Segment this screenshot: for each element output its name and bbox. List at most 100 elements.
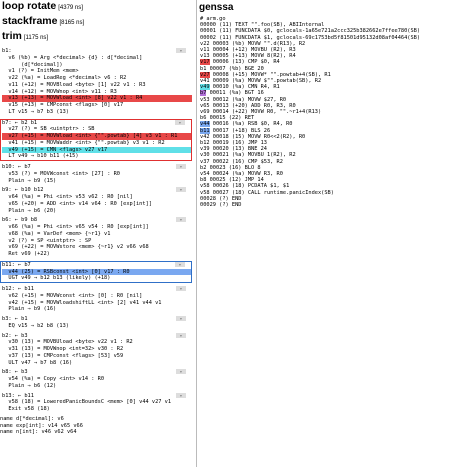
asm-line[interactable]: 00000 (11) TEXT "".foo(SB), ABIInternal: [200, 22, 325, 29]
ssa-value-line[interactable]: v11 (+12) = MOVBload <byte> [1] v22 v1 :…: [2, 81, 146, 88]
block-header[interactable]: b11: ← b7: [2, 261, 31, 268]
asm-line[interactable]: v42 00018 (15) MOVW R0<<2(R2), R0: [200, 133, 306, 140]
ssa-value-line[interactable]: ULT v47 → b7 b8 (16): [2, 359, 73, 366]
ssa-value-line[interactable]: v6 (%b) = Arg <*decimal> {d} : d[*decima…: [2, 54, 143, 61]
value-ref[interactable]: v44: [200, 121, 210, 128]
asm-line[interactable]: b11 00017 (+18) BLS 26: [200, 127, 271, 134]
collapse-toggle-icon[interactable]: ▾: [176, 48, 186, 53]
ssa-value-line[interactable]: v1 (?) = InitMem <mem>: [2, 68, 79, 75]
asm-line[interactable]: v44 00016 (%a) RSB $0, R4, R0: [200, 121, 293, 128]
ssa-value-line[interactable]: (d[*decimal]): [2, 61, 63, 68]
block-header[interactable]: b9: ← b10 b12: [2, 187, 44, 194]
ssa-value-line[interactable]: v44 (25) = RSBconst <int> [0] v17 : R0: [2, 268, 191, 276]
asm-line[interactable]: v27 00008 (+15) MOVW* "".powtab+4(SB), R…: [200, 71, 331, 78]
asm-line[interactable]: v53 00012 (%a) MOVW $27, R0: [200, 96, 287, 103]
ssa-value-line[interactable]: v41 (+15) = MOVWaddr <int> {"".powtab} v…: [2, 139, 165, 146]
collapse-toggle-icon[interactable]: ▾: [176, 286, 186, 291]
ssa-value-line[interactable]: v14 (+12) = MOVWnop <int> v11 : R3: [2, 88, 117, 95]
asm-line[interactable]: v17 00006 (13) CMP $0, R4: [200, 59, 280, 66]
ssa-value-line[interactable]: v49 (+15) = CMN <flags> v27 v17: [2, 146, 191, 154]
ssa-value-line[interactable]: v42 (+15) = MOVWloadshiftLL <int> [2] v4…: [2, 299, 162, 306]
phase-stackframe[interactable]: stackframe[8165 ns]: [0, 15, 192, 30]
asm-line[interactable]: # arm.go: [200, 16, 226, 22]
asm-line[interactable]: b6 00015 (22) RET: [200, 115, 255, 122]
asm-line[interactable]: 00029 (?) END: [200, 202, 242, 209]
ssa-value-line[interactable]: v53 (?) = MOVWconst <int> [27] : R0: [2, 170, 120, 177]
block-header[interactable]: b6: ← b9 b8: [2, 217, 38, 224]
ssa-value-line[interactable]: v31 (13) = MOVWnop <int=32> v30 : R2: [2, 346, 124, 352]
ssa-value-line[interactable]: LT v15 → b7 b3 (13): [2, 108, 69, 115]
ssa-value-line[interactable]: Plain → b6 (20): [2, 207, 57, 214]
asm-line[interactable]: v22 00003 (%b) MOVW "".d(R13), R2: [200, 40, 306, 47]
asm-line[interactable]: v54 00024 (%a) MOVW R3, R0: [200, 171, 283, 178]
asm-line[interactable]: v69 00014 (+22) MOVW R0, "".~r1+4(R13): [200, 109, 322, 116]
asm-line[interactable]: v30 00021 (%a) MOVBU 1(R2), R2: [200, 152, 296, 159]
ssa-value-line[interactable]: v2 (?) = SP <uintptr> : SP: [2, 237, 92, 244]
ssa-value-line[interactable]: v27 (?) = SB <uintptr> : SB: [2, 126, 95, 133]
block-header[interactable]: b13: ← b11: [2, 392, 34, 399]
asm-line[interactable]: v11 00004 (+12) MOVBU (R2), R3: [200, 47, 296, 54]
asm-line[interactable]: b7 00011 (%a) BGT 16: [200, 90, 264, 97]
asm-line[interactable]: 00028 (?) END: [200, 195, 242, 202]
value-ref[interactable]: b7: [200, 90, 207, 97]
ssa-value-line[interactable]: v58 (18) = LoweredPanicBoundsC <mem> [0]…: [2, 399, 172, 406]
asm-line[interactable]: b1 00007 (%b) BGE 20: [200, 65, 264, 72]
block-header[interactable]: b2: ← b3: [2, 332, 28, 339]
ssa-value-line[interactable]: v62 (+15) = MOVWconst <int> [0] : R0 [ni…: [2, 292, 143, 299]
value-ref[interactable]: b11: [200, 127, 210, 134]
ssa-value-line[interactable]: Plain → b9 (16): [2, 306, 57, 313]
asm-line[interactable]: v49 00010 (%a) CMN R4, R1: [200, 84, 280, 91]
value-ref[interactable]: v49: [200, 84, 210, 91]
collapse-toggle-icon[interactable]: ▾: [176, 164, 186, 169]
collapse-toggle-icon[interactable]: ▾: [176, 332, 186, 338]
ssa-value-line[interactable]: Exit v58 (18): [2, 406, 50, 412]
asm-line[interactable]: v65 00013 (+20) ADD R0, R3, R0: [200, 102, 296, 109]
value-ref[interactable]: v27: [200, 71, 210, 78]
value-ref[interactable]: v17: [200, 59, 210, 66]
block-header[interactable]: b3: ← b1: [2, 316, 28, 322]
collapse-toggle-icon[interactable]: ▾: [175, 119, 185, 125]
asm-line[interactable]: 00001 (11) FUNCDATA $0, gclocals-1a65e72…: [200, 28, 421, 35]
ssa-value-line[interactable]: LT v49 → b10 b11 (+15): [2, 153, 79, 160]
ssa-value-line[interactable]: v66 (%a) = Phi <int> v65 v54 : R0 [exp[i…: [2, 224, 149, 230]
ssa-value-line[interactable]: v27 (+15) = MOVWload <int> {"".powtab} […: [2, 133, 191, 140]
block-header[interactable]: b7: ← b2 b1: [2, 119, 38, 126]
asm-line[interactable]: b2 00023 (16) BLO 8: [200, 164, 261, 171]
asm-line[interactable]: v13 00005 (+13) MOVW 8(R2), R4: [200, 53, 296, 60]
ssa-value-line[interactable]: v69 (+22) = MOVWstore <mem> {~r1} v2 v66…: [2, 244, 149, 251]
collapse-toggle-icon[interactable]: ▾: [176, 316, 186, 321]
ssa-value-line[interactable]: v15 (+13) = CMPconst <flags> [0] v17: [2, 102, 124, 108]
ssa-value-line[interactable]: v64 (%a) = Phi <int> v53 v62 : R0 [nil]: [2, 194, 133, 200]
asm-line[interactable]: v58 00026 (18) PCDATA $1, $1: [200, 183, 290, 190]
phase-trim[interactable]: trim[1175 ns]: [0, 30, 192, 45]
ssa-value-line[interactable]: v13 (+13) = MOVWload <int> [8] v22 v1 : …: [2, 95, 192, 102]
ssa-value-line[interactable]: UGT v49 → b12 b13 (likely) (+18): [2, 275, 111, 282]
ssa-value-line[interactable]: Plain → b9 (15): [2, 177, 57, 184]
ssa-value-line[interactable]: Ret v69 (+22): [2, 251, 50, 257]
ssa-value-line[interactable]: v65 (+20) = ADD <int> v14 v64 : R0 [exp[…: [2, 200, 152, 207]
asm-line[interactable]: v37 00022 (16) CMP $53, R2: [200, 158, 283, 165]
asm-line[interactable]: b12 00019 (16) JMP 13: [200, 140, 267, 147]
asm-line[interactable]: v58 00027 (18) CALL runtime.panicIndex(S…: [200, 189, 334, 196]
block-header[interactable]: b10: ← b7: [2, 164, 31, 170]
collapse-toggle-icon[interactable]: ▾: [175, 261, 185, 267]
collapse-toggle-icon[interactable]: ▾: [176, 392, 186, 398]
block-header[interactable]: b1:: [2, 48, 12, 54]
ssa-value-line[interactable]: v30 (13) = MOVBUload <byte> v22 v1 : R2: [2, 339, 133, 346]
ssa-value-line[interactable]: EQ v15 → b2 b8 (13): [2, 322, 69, 329]
ssa-value-line[interactable]: Plain → b6 (12): [2, 382, 57, 389]
phase-genssa-title[interactable]: genssa: [199, 2, 234, 13]
asm-line[interactable]: v41 00009 (%a) MOVW $"".powtab(SB), R2: [200, 78, 322, 85]
asm-line[interactable]: b8 00025 (12) JMP 14: [200, 177, 264, 184]
phase-loop-rotate[interactable]: loop rotate[4379 ns]: [0, 0, 192, 15]
collapse-toggle-icon[interactable]: ▾: [176, 369, 186, 375]
block-header[interactable]: b12: ← b11: [2, 286, 34, 292]
asm-line[interactable]: 00002 (11) FUNCDATA $1, gclocals-69c1753…: [200, 34, 421, 41]
ssa-value-line[interactable]: v22 (%a) = LoadReg <*decimal> v6 : R2: [2, 75, 127, 81]
asm-line[interactable]: v39 00020 (13) BNE 24: [200, 146, 267, 153]
ssa-value-line[interactable]: v54 (%a) = Copy <int> v14 : R0: [2, 376, 105, 382]
collapse-toggle-icon[interactable]: ▾: [176, 217, 186, 223]
block-header[interactable]: b8: ← b3: [2, 369, 28, 376]
ssa-value-line[interactable]: v68 (%a) = VarDef <mem> {~r1} v1: [2, 230, 111, 237]
collapse-toggle-icon[interactable]: ▾: [176, 187, 186, 193]
